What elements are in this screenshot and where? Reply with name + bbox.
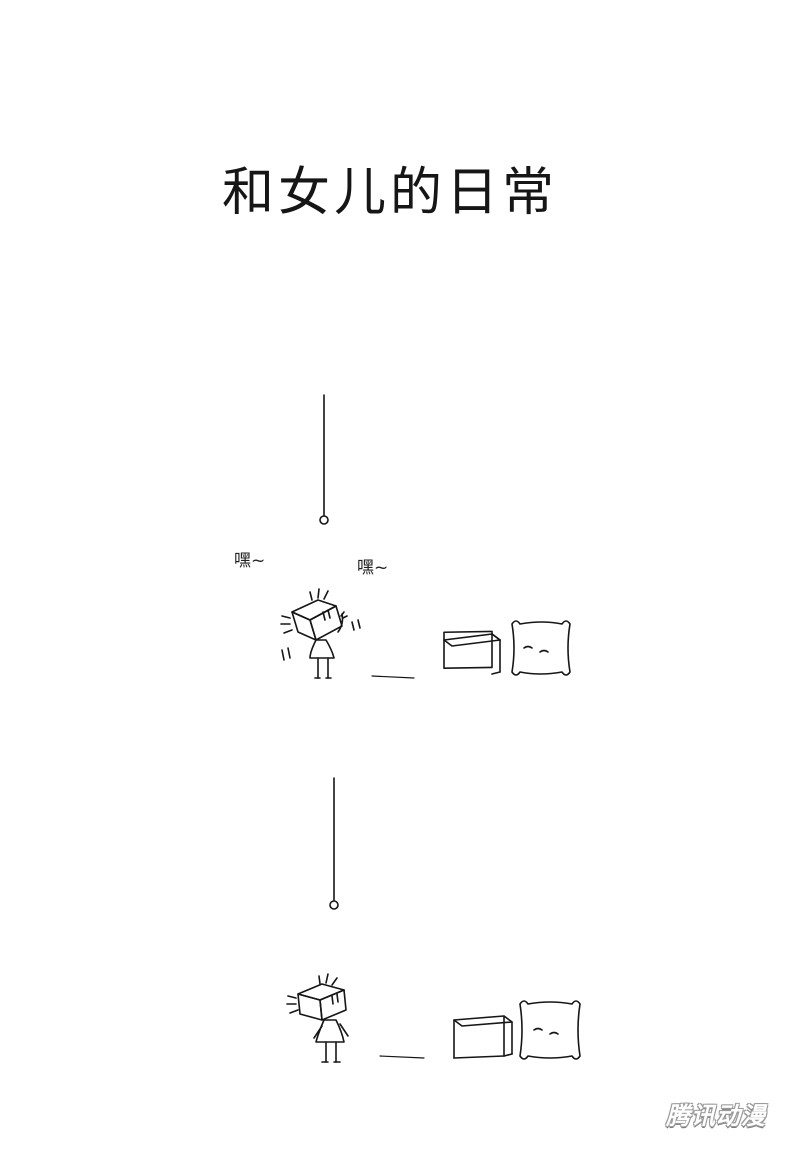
- hanging-string-1: [319, 394, 329, 525]
- pillow-2: [519, 1000, 581, 1060]
- panel-1: [280, 394, 571, 679]
- watermark-text: 腾讯动漫: [666, 1102, 766, 1130]
- ground-line-1: [371, 675, 415, 679]
- panel-2: [286, 777, 581, 1063]
- sound-effect-hei-left: 嘿~: [234, 551, 266, 571]
- watermark-logo: 腾讯动漫: [652, 1098, 780, 1134]
- comic-title: 和女儿的日常: [221, 163, 558, 223]
- box-1: [443, 630, 501, 675]
- hanging-string-2: [329, 777, 339, 910]
- sound-effect-hei-right: 嘿~: [357, 558, 389, 578]
- girl-figure-1: [280, 588, 361, 679]
- ground-line-2: [379, 1055, 425, 1059]
- pillow-1: [511, 620, 571, 676]
- girl-figure-2: [286, 973, 349, 1063]
- box-2: [453, 1015, 513, 1059]
